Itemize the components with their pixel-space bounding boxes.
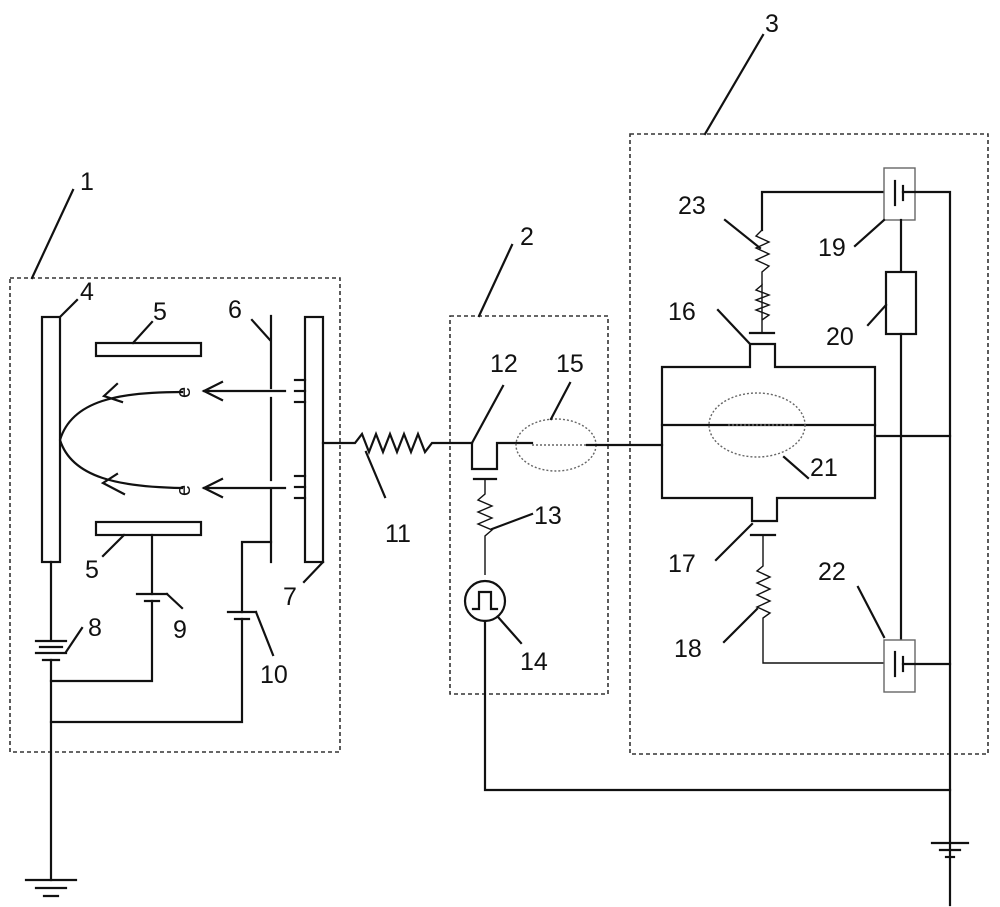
arrow-head <box>201 477 224 499</box>
module-1-label: 1 <box>80 168 94 196</box>
leader-15 <box>549 381 572 421</box>
label-20: 20 <box>826 323 854 351</box>
leader-8 <box>64 626 84 654</box>
resistor-23 <box>754 283 771 333</box>
module-1-leader <box>30 188 75 280</box>
label-22: 22 <box>818 558 846 586</box>
module-2-label: 2 <box>520 223 534 251</box>
arrow-head <box>101 382 124 404</box>
leader-5-bottom <box>101 533 126 558</box>
label-16: 16 <box>668 298 696 326</box>
ground-bus <box>901 190 952 907</box>
leader-23 <box>723 218 762 250</box>
battery-19 <box>883 167 916 221</box>
label-15: 15 <box>556 350 584 378</box>
leader-19 <box>853 218 886 248</box>
label-17: 17 <box>668 550 696 578</box>
wire <box>49 599 154 683</box>
label-5-bottom: 5 <box>85 556 99 584</box>
leader-5-top <box>131 320 154 345</box>
wire <box>760 190 890 232</box>
label-7: 7 <box>283 583 297 611</box>
label-11: 11 <box>385 520 411 548</box>
leader-4 <box>58 298 79 319</box>
resistor-20 <box>884 270 918 336</box>
leader-17 <box>714 522 754 562</box>
leader-14 <box>496 615 523 645</box>
leader-11 <box>364 450 387 499</box>
label-12: 12 <box>490 350 518 378</box>
electron-path-curved <box>58 390 184 490</box>
electron-symbol-bottom: e <box>173 485 195 496</box>
leader-22 <box>856 585 886 639</box>
arrow-head <box>201 380 224 402</box>
leader-16 <box>716 308 752 346</box>
label-21: 21 <box>810 454 838 482</box>
label-10: 10 <box>260 661 288 689</box>
chamber <box>660 342 877 523</box>
label-23: 23 <box>678 192 706 220</box>
leader-7 <box>302 560 325 584</box>
leader-12 <box>470 384 505 445</box>
battery-22 <box>883 639 916 693</box>
plate-5-bottom <box>94 520 203 537</box>
electron-symbol-top: e <box>173 387 195 398</box>
resistor-11 <box>321 430 474 456</box>
switch-12 <box>470 441 534 471</box>
pulse-source-14 <box>463 579 507 623</box>
plate-5-top <box>94 341 203 358</box>
pulse-icon <box>471 590 499 611</box>
label-5-top: 5 <box>153 298 167 326</box>
resistor-23 <box>754 229 771 285</box>
label-19: 19 <box>818 234 846 262</box>
wire <box>49 617 244 724</box>
resistor-18 <box>755 535 888 664</box>
module-2-leader <box>477 243 514 318</box>
return-wire <box>483 619 952 792</box>
emitter-7 <box>303 315 325 564</box>
label-6: 6 <box>228 296 242 324</box>
module-1-boundary <box>9 277 341 753</box>
label-4: 4 <box>80 278 94 306</box>
leader-9 <box>165 592 184 610</box>
resistor-13 <box>476 479 494 575</box>
electrode-4 <box>40 315 62 564</box>
label-13: 13 <box>534 502 562 530</box>
module-3-label: 3 <box>765 10 779 38</box>
leader-20 <box>866 303 888 327</box>
module-2-boundary <box>449 315 609 695</box>
wire <box>240 540 273 614</box>
leader-10 <box>254 610 275 657</box>
label-8: 8 <box>88 614 102 642</box>
arrow-head <box>100 472 126 496</box>
leader-21 <box>782 455 810 480</box>
region-21 <box>708 392 806 458</box>
leader-13 <box>490 512 534 531</box>
label-9: 9 <box>173 616 187 644</box>
module-3-leader <box>703 33 765 136</box>
leader-6 <box>250 318 272 342</box>
label-18: 18 <box>674 635 702 663</box>
label-14: 14 <box>520 648 548 676</box>
leader-18 <box>722 607 759 644</box>
